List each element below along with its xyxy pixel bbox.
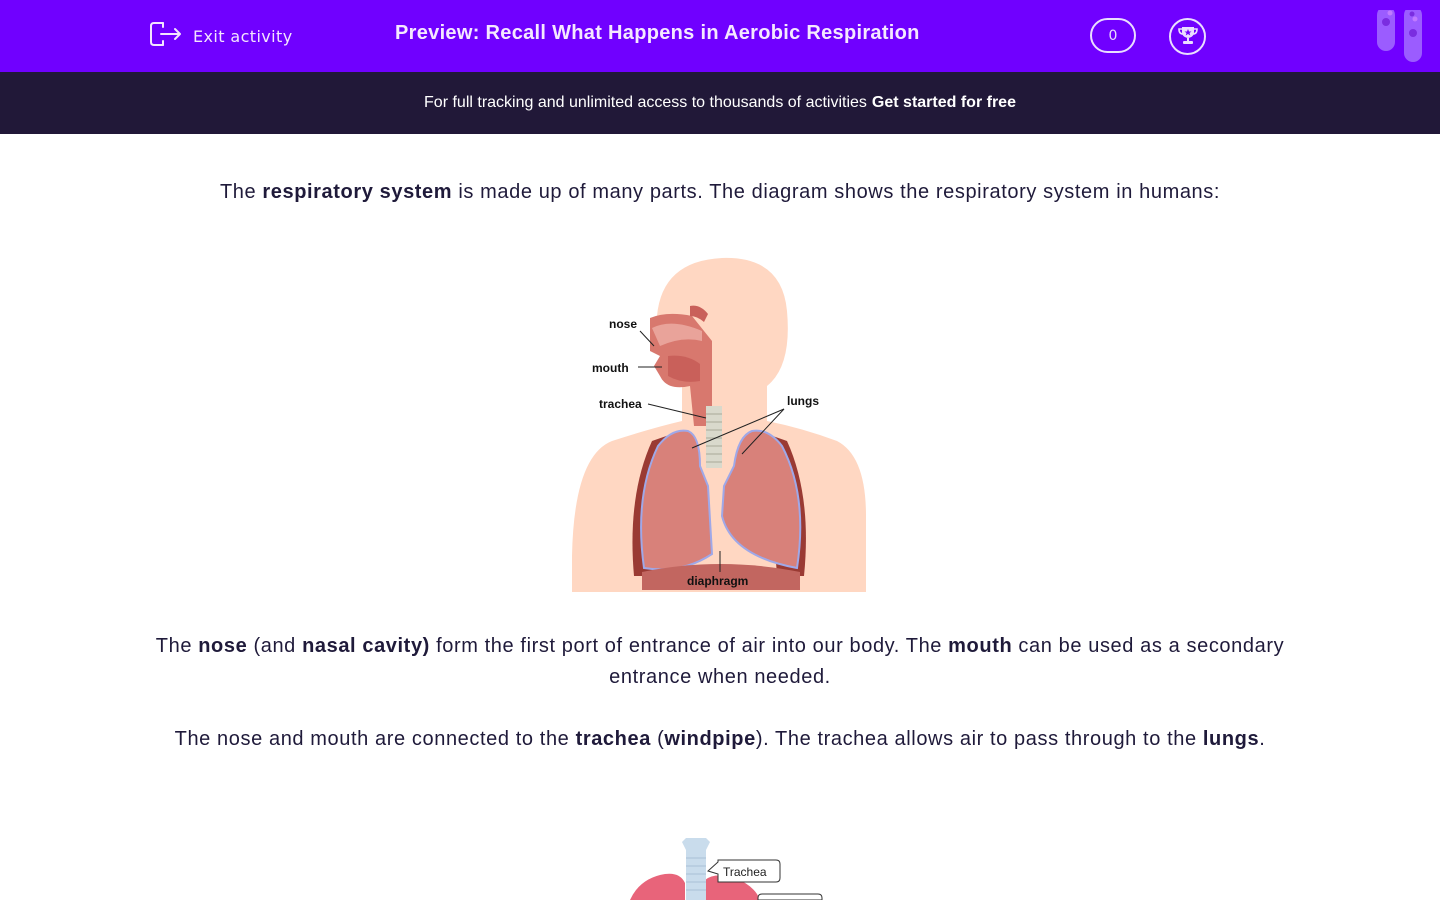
exit-icon [149,20,183,52]
label-mouth: mouth [592,361,629,375]
term-nose: nose [198,635,248,657]
text: can be used as a secondary entrance when… [609,635,1285,688]
term-nasal-cavity: nasal cavity) [302,635,430,657]
trophy-button[interactable] [1169,18,1206,55]
test-tubes-icon [1376,6,1424,64]
text: is made up of many parts. The diagram sh… [452,181,1221,203]
text: The nose and mouth are connected to the [174,728,576,750]
text: (and [247,635,303,657]
exit-activity-button[interactable]: Exit activity [149,21,293,51]
label-diaphragm: diaphragm [687,574,748,588]
score-value: 0 [1108,27,1118,44]
get-started-link[interactable]: Get started for free [871,94,1016,111]
intro-paragraph: The respiratory system is made up of man… [140,177,1300,208]
activity-title: Preview: Recall What Happens in Aerobic … [395,22,920,44]
label-trachea: trachea [599,397,642,411]
text: The [219,181,263,203]
score-badge: 0 [1090,18,1136,53]
trophy-icon [1177,24,1199,50]
label-lungs: lungs [787,394,819,408]
label-trachea-2: Trachea [723,865,767,879]
respiratory-system-diagram: nose mouth trachea lungs diaphragm [572,256,868,592]
term-windpipe: windpipe [664,728,756,750]
banner-text: For full tracking and unlimited access t… [424,94,867,111]
term-lungs: lungs [1202,728,1260,750]
text: The [155,635,199,657]
trachea-paragraph: The nose and mouth are connected to the … [140,724,1300,755]
nose-paragraph: The nose (and nasal cavity) form the fir… [140,631,1300,693]
term-trachea: trachea [575,728,651,750]
header-bar: Exit activity Preview: Recall What Happe… [0,0,1440,72]
term-mouth: mouth [948,635,1013,657]
lungs-diagram: Trachea [590,838,840,900]
label-nose: nose [609,317,637,331]
signup-banner: For full tracking and unlimited access t… [0,72,1440,134]
text: form the first port of entrance of air i… [429,635,949,657]
text: . [1259,728,1266,750]
term-respiratory-system: respiratory system [262,181,453,203]
exit-activity-label: Exit activity [193,26,293,46]
text: ). The trachea allows air to pass throug… [755,728,1203,750]
text: ( [650,728,665,750]
